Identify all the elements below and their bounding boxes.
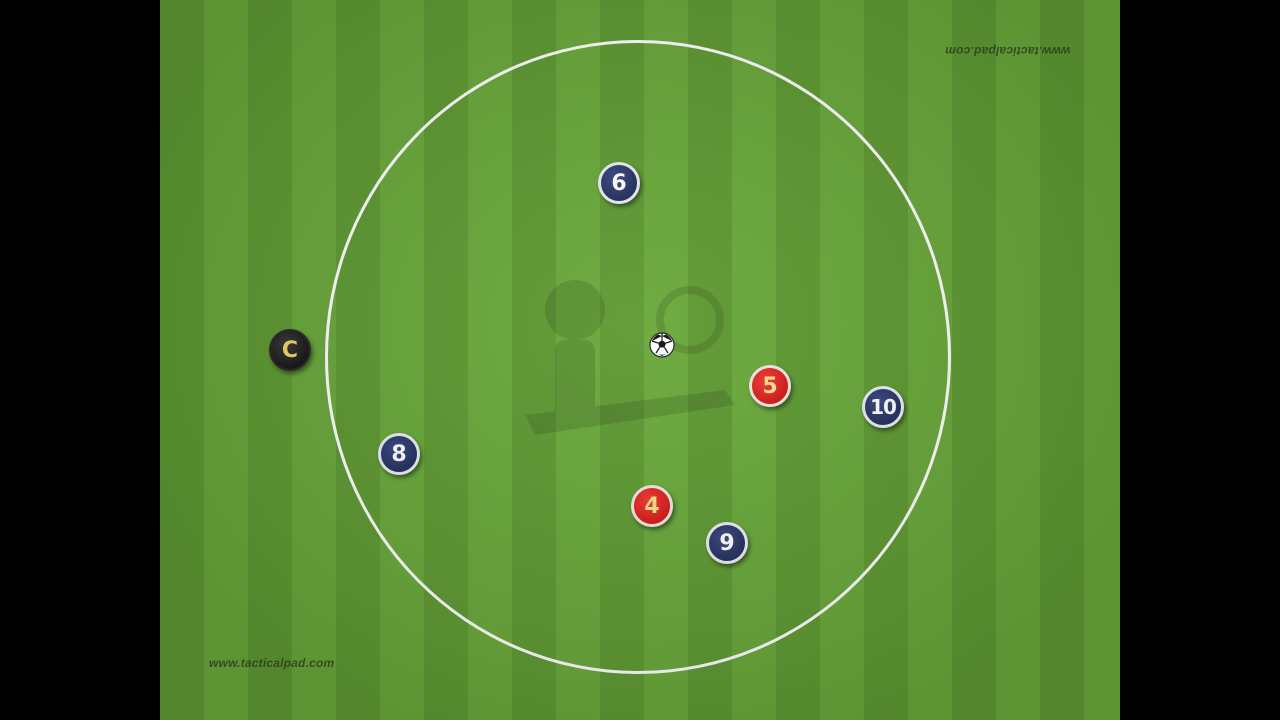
player-label: 4 xyxy=(644,493,660,519)
player-token-10[interactable]: 10 xyxy=(862,386,904,428)
player-token-8[interactable]: 8 xyxy=(378,433,420,475)
coach-label: C xyxy=(281,337,299,363)
rondo-circle xyxy=(325,40,951,674)
player-token-6[interactable]: 6 xyxy=(598,162,640,204)
watermark-top: www.tacticalpad.com xyxy=(944,44,1070,58)
player-label: 6 xyxy=(611,170,627,196)
coach-token[interactable]: C xyxy=(269,329,311,371)
player-token-4[interactable]: 4 xyxy=(631,485,673,527)
tactical-pitch[interactable]: www.tacticalpad.com www.tacticalpad.com … xyxy=(160,0,1120,720)
player-label: 10 xyxy=(870,395,897,419)
watermark-bottom: www.tacticalpad.com xyxy=(209,656,335,670)
player-token-9[interactable]: 9 xyxy=(706,522,748,564)
player-token-5[interactable]: 5 xyxy=(749,365,791,407)
player-label: 9 xyxy=(719,530,735,556)
player-label: 8 xyxy=(391,441,407,467)
player-label: 5 xyxy=(762,373,778,399)
soccer-ball-icon[interactable] xyxy=(649,332,675,358)
